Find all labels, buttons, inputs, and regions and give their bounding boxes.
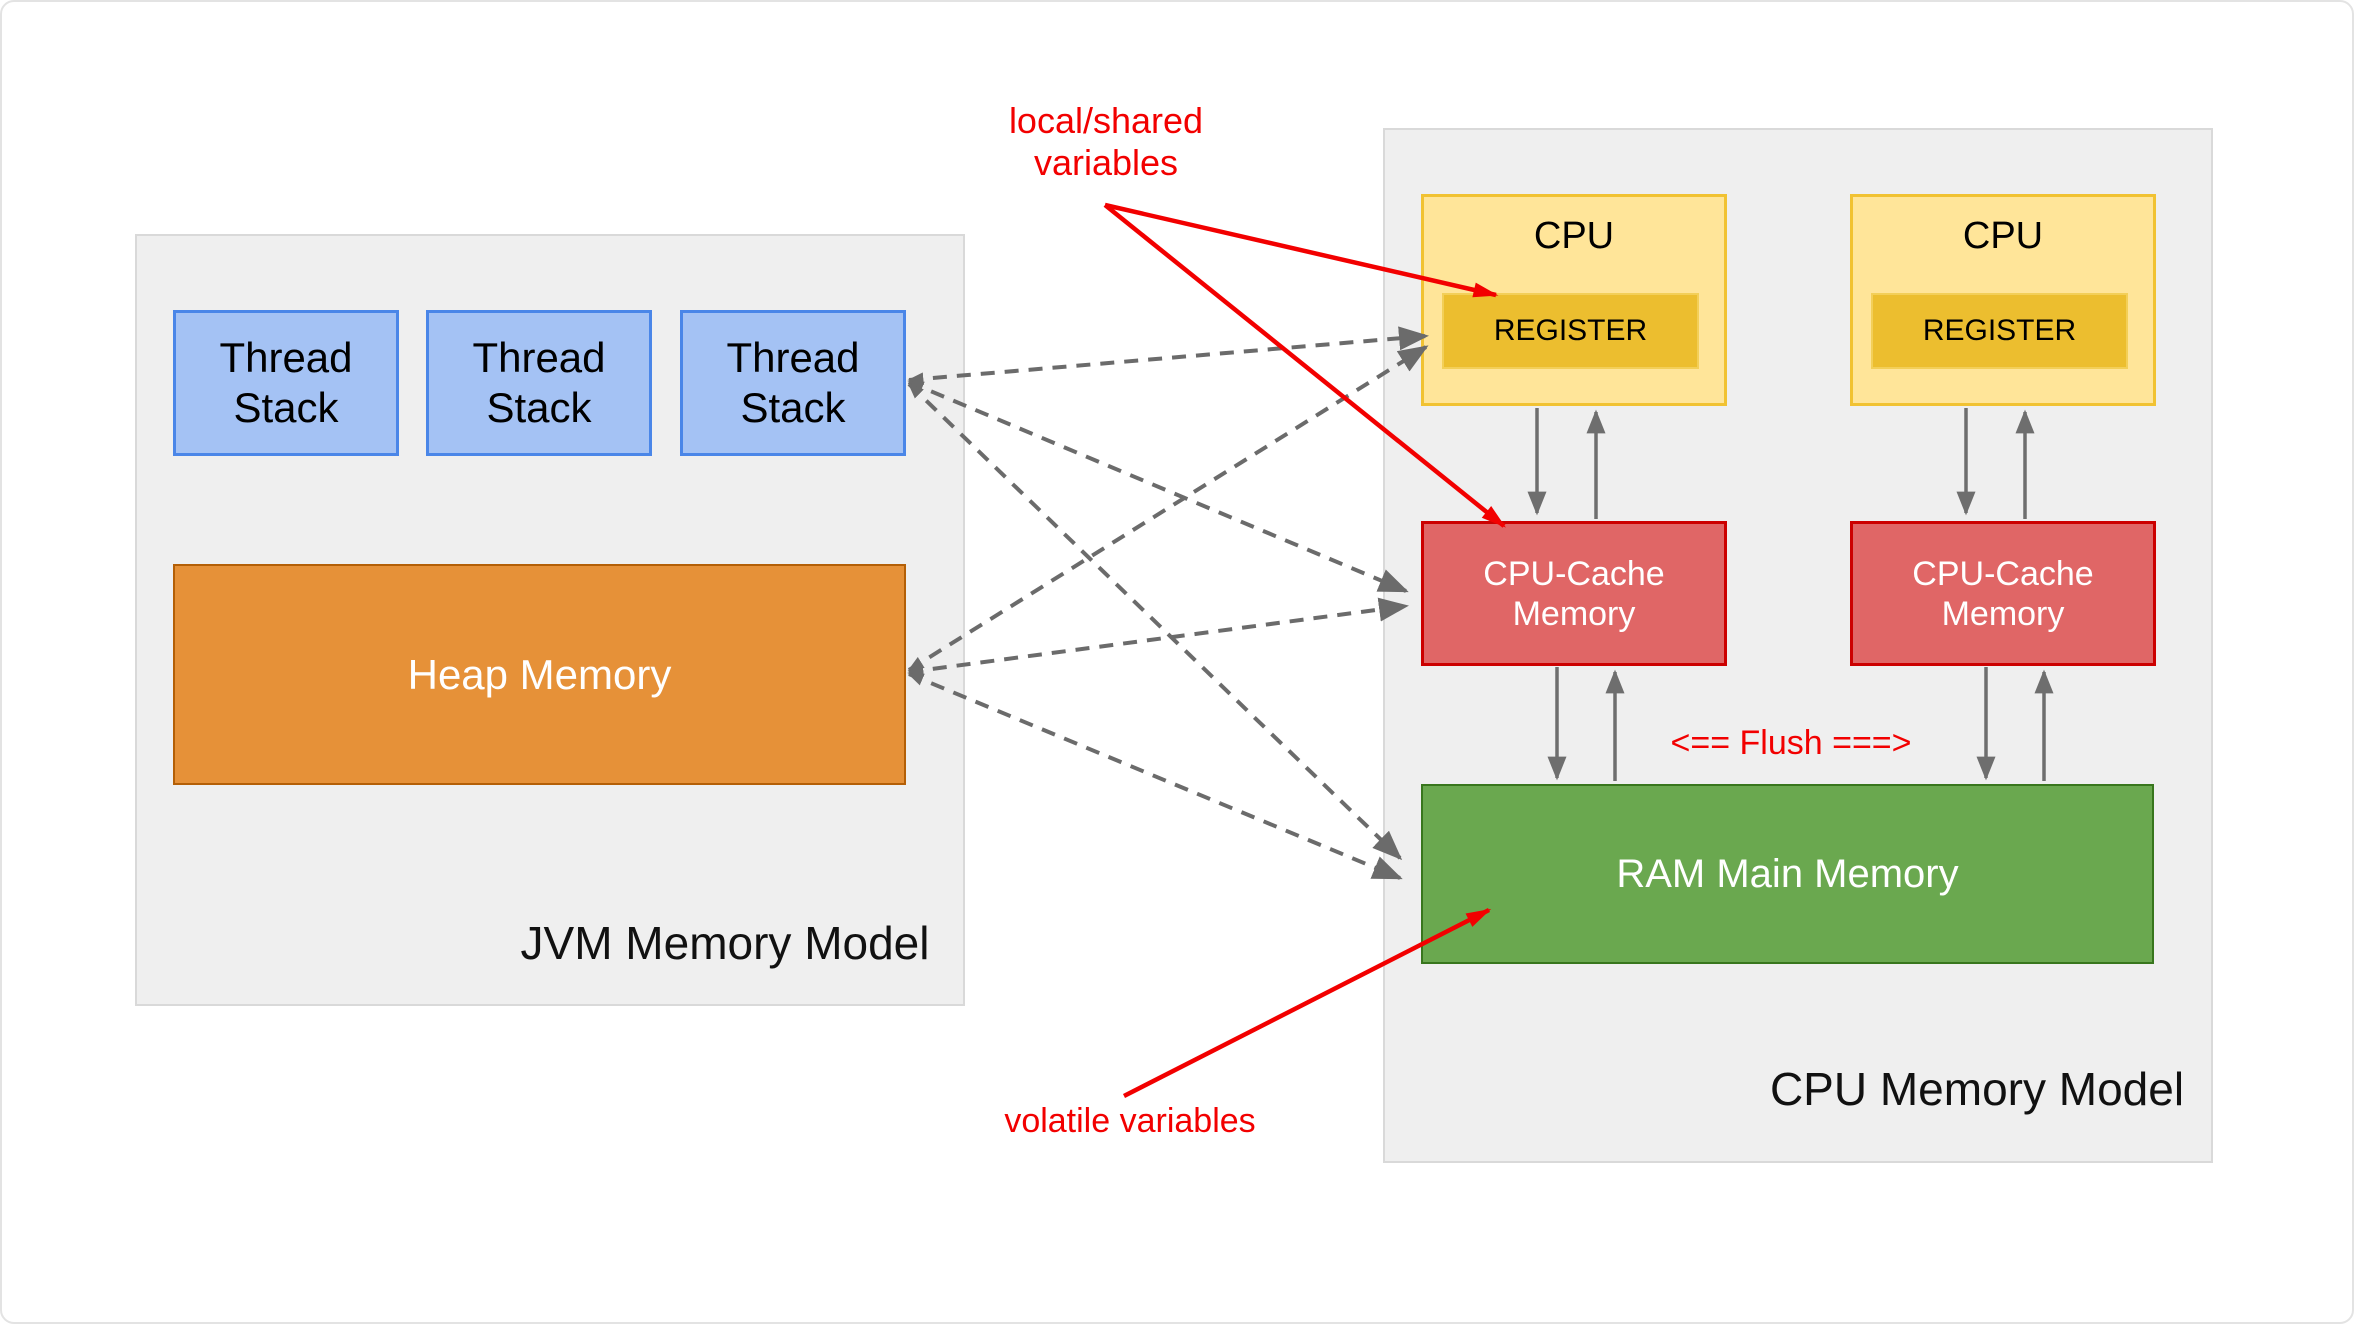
ram-main-memory-box: RAM Main Memory [1421,784,2154,964]
cpu-cache-box-2: CPU-Cache Memory [1850,521,2156,666]
cpu-cache-box-1: CPU-Cache Memory [1421,521,1727,666]
thread-stack-box-1: Thread Stack [173,310,399,456]
dashed-arrow-threadstack-register [907,326,1429,386]
jvm-panel-title: JVM Memory Model [520,917,930,969]
thread-stack-box-3: Thread Stack [680,310,906,456]
cpu-label-1: CPU [1533,215,1615,257]
local-shared-variables-annotation: local/shared variables [1008,100,1204,183]
cpu-label-2: CPU [1962,215,2044,257]
heap-memory-box: Heap Memory [173,564,906,785]
thread-stack-box-2: Thread Stack [426,310,652,456]
register-box-1: REGISTER [1442,293,1699,369]
register-box-2: REGISTER [1871,293,2128,369]
volatile-variables-annotation: volatile variables [1004,1102,1256,1140]
dashed-arrow-heap-cache [907,597,1409,677]
cpu-panel-title: CPU Memory Model [1769,1063,2185,1115]
dashed-arrow-threadstack-cache [907,380,1409,593]
flush-label: <== Flush ===> [1670,724,1912,762]
dashed-arrow-threadstack-ram [907,382,1403,861]
dashed-arrow-heap-register [907,345,1429,672]
dashed-arrow-heap-ram [907,672,1403,880]
